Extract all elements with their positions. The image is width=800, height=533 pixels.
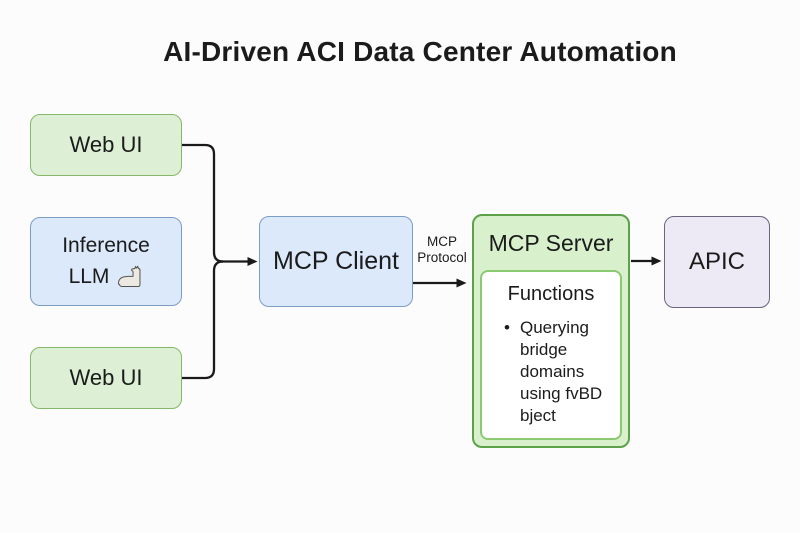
diagram-title: AI-Driven ACI Data Center Automation [163,36,677,67]
inference-label-line1: Inference [62,234,150,257]
node-label: Web UI [69,365,143,390]
list-item: • Querying bridge domains using fvBD bje… [504,317,620,427]
bullet-dot: • [504,318,510,337]
functions-heading: Functions [507,283,595,305]
functions-panel: Functions • Querying bridge domains usin… [480,270,622,440]
node-web-ui-top: Web UI [30,114,182,176]
edge-label-mcp-protocol: MCP Protocol [417,234,467,265]
node-web-ui-bottom: Web UI [30,347,182,409]
llama-icon [118,265,141,287]
connector-webui-bottom [182,260,224,380]
function-item-text: Querying bridge domains using fvBD bject [520,318,603,425]
node-label: MCP Client [273,247,399,275]
inference-label-line2: LLM [68,265,110,288]
node-label: APIC [688,248,745,275]
node-apic: APIC [664,216,770,308]
node-inference-llm: Inference LLM [30,217,182,306]
node-label: Web UI [69,132,143,157]
node-mcp-server: MCP Server Functions • Querying bridge d… [472,214,630,448]
connector-webui-top [182,143,224,263]
functions-list: • Querying bridge domains using fvBD bje… [482,317,620,427]
mcp-server-label: MCP Server [488,230,614,256]
node-mcp-client: MCP Client [259,216,413,307]
